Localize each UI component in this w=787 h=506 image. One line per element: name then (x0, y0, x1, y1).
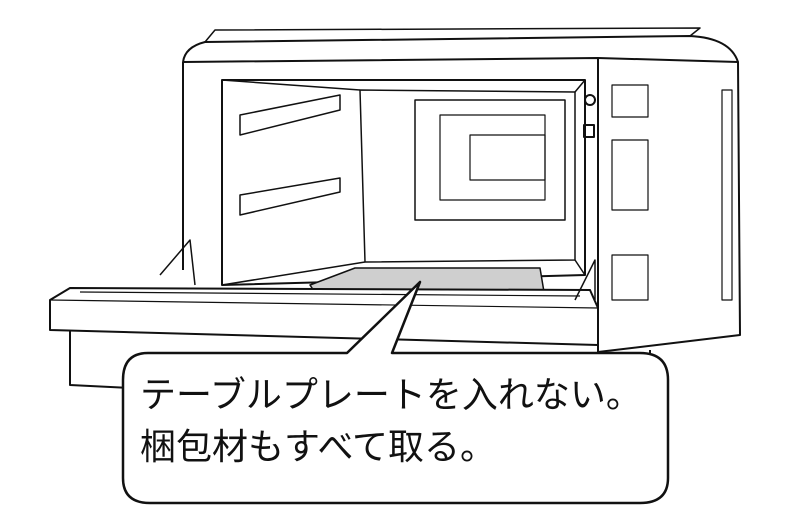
oven-top (182, 35, 739, 63)
callout-text: テーブルプレートを入れない。 梱包材もすべて取る。 (140, 370, 642, 474)
latch-icon (583, 124, 595, 138)
oven-front-frame (182, 57, 599, 350)
cavity-back (359, 89, 576, 263)
rack-rail (239, 94, 341, 216)
vent-icon (611, 84, 733, 301)
oven-door (49, 287, 599, 346)
cavity-panel (414, 99, 566, 221)
oven-top-back (204, 27, 701, 43)
callout-bubble (121, 280, 670, 505)
oven-right-side (597, 57, 741, 353)
callout-line-2: 梱包材もすべて取る。 (140, 427, 497, 468)
dial-icon (584, 94, 596, 106)
callout-line-1: テーブルプレートを入れない。 (140, 375, 642, 416)
door-hinge (159, 239, 596, 301)
oven-cavity (221, 79, 586, 286)
